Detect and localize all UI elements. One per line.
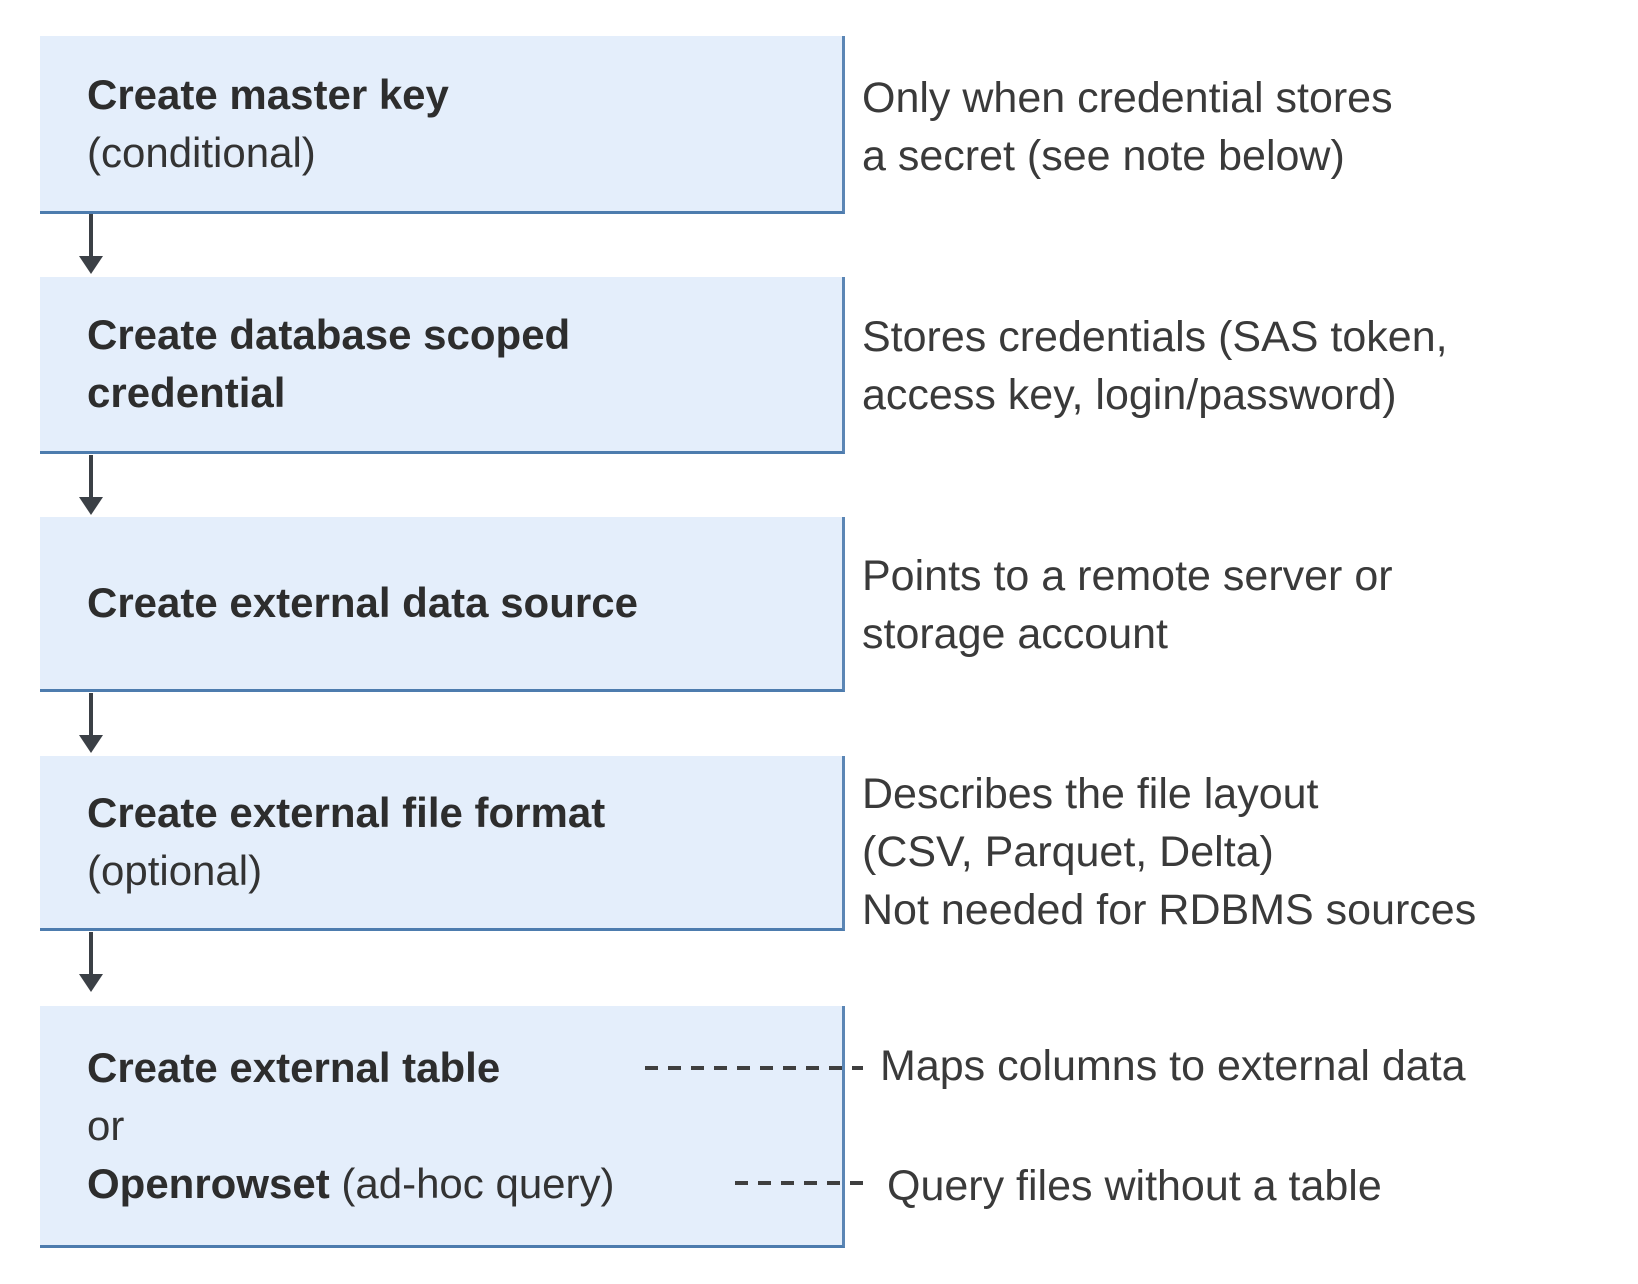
note-line: Describes the file layout [862,770,1319,818]
note-line: storage account [862,610,1168,658]
step-title: Create master key [87,70,449,118]
dashed-connector-openrowset [735,1181,867,1185]
step-title-alt-qualifier: (ad-hoc query) [329,1159,615,1207]
note-line: access key, login/password) [862,371,1397,419]
arrow-head-icon [79,497,103,515]
step-box-create-external-file-format: Create external file format (optional) [40,756,845,931]
note-file-format: Describes the file layout (CSV, Parquet,… [862,765,1476,939]
dashed-connector-external-table [645,1066,863,1070]
note-external-table: Maps columns to external data [880,1037,1466,1095]
flow-arrow [79,455,103,515]
step-qualifier: (optional) [87,847,263,894]
note-line: Maps columns to external data [880,1042,1466,1090]
step-or-label: or [87,1101,125,1149]
step-title-alt-bold: Openrowset [87,1159,330,1207]
flow-arrow [79,214,103,274]
step-title: Create external table [87,1043,501,1091]
arrow-head-icon [79,735,103,753]
step-qualifier: (conditional) [87,128,316,176]
note-openrowset: Query files without a table [887,1157,1382,1215]
step-title-alt: Openrowset (ad-hoc query) [87,1155,842,1213]
note-master-key: Only when credential stores a secret (se… [862,69,1393,185]
step-box-create-external-data-source: Create external data source [40,517,845,692]
note-line: Stores credentials (SAS token, [862,313,1448,361]
arrow-shaft [89,693,93,735]
step-title: Create external data source [87,579,638,626]
flow-arrow [79,693,103,753]
arrow-shaft [89,932,93,974]
step-title-line2: credential [87,369,286,416]
note-data-source: Points to a remote server or storage acc… [862,547,1393,663]
arrow-shaft [89,214,93,256]
arrow-head-icon [79,974,103,992]
step-box-create-external-table-or-openrowset: Create external table or Openrowset (ad-… [40,1006,845,1248]
note-line: (CSV, Parquet, Delta) [862,828,1274,876]
step-box-create-database-scoped-credential: Create database scoped credential [40,277,845,454]
step-title: Create database scoped [87,311,571,358]
step-title: Create external file format [87,789,606,836]
note-line: a secret (see note below) [862,132,1345,180]
note-line: Only when credential stores [862,74,1393,122]
note-line: Not needed for RDBMS sources [862,886,1477,934]
note-line: Query files without a table [887,1162,1382,1210]
arrow-shaft [89,455,93,497]
flow-arrow [79,932,103,992]
arrow-head-icon [79,256,103,274]
step-box-create-master-key: Create master key (conditional) [40,36,845,214]
note-line: Points to a remote server or [862,552,1393,600]
note-scoped-credential: Stores credentials (SAS token, access ke… [862,308,1448,424]
